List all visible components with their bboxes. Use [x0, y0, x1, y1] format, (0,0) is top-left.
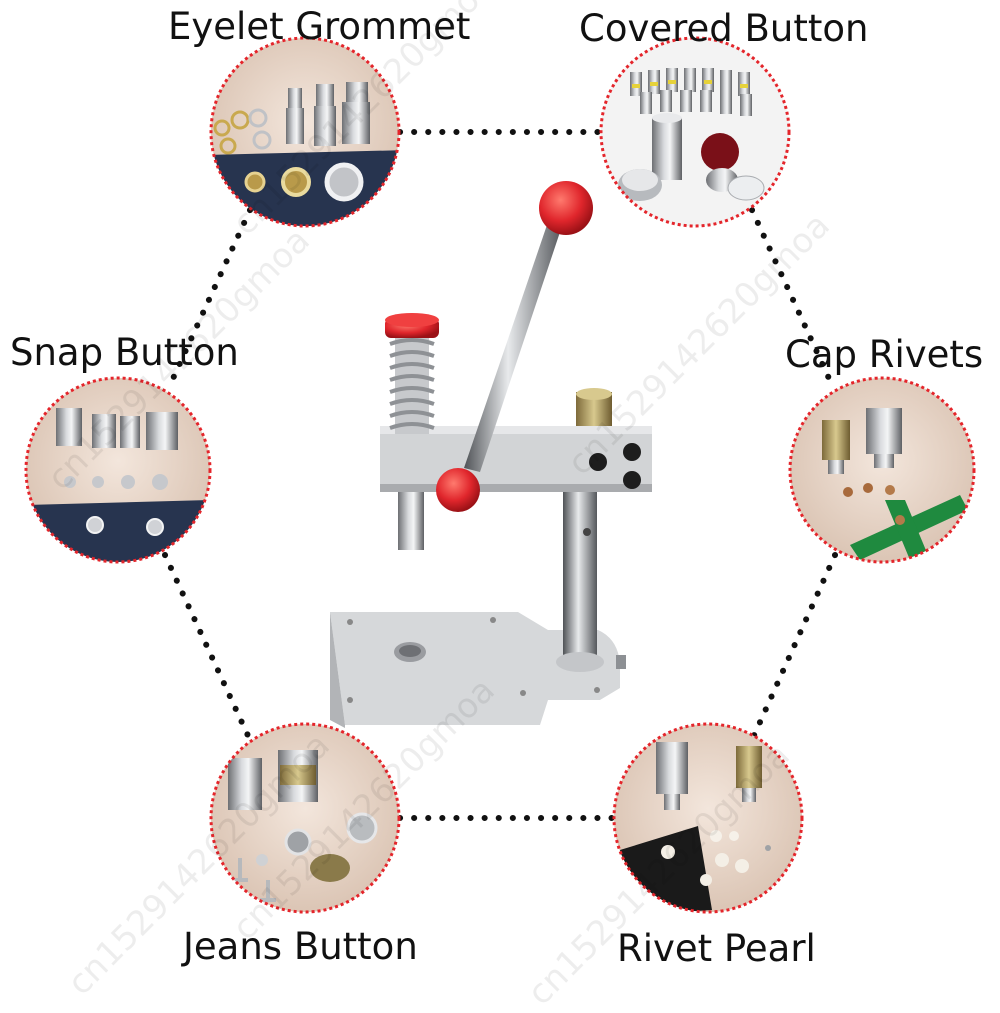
connector-lower-left: [162, 552, 253, 743]
label-covered-button: Covered Button: [579, 7, 869, 50]
snap-button-photo: [24, 376, 212, 564]
label-cap-rivets: Cap Rivets: [785, 333, 984, 376]
label-jeans-button: Jeans Button: [183, 925, 418, 968]
connector-lower-right: [749, 552, 838, 743]
label-snap-button: Snap Button: [10, 331, 239, 374]
connector-upper-left: [167, 207, 253, 388]
label-rivet-pearl: Rivet Pearl: [617, 927, 816, 970]
cap-rivets-photo: [788, 376, 976, 564]
rivet-pearl-photo: [612, 722, 804, 914]
covered-button-photo: [599, 36, 791, 228]
connector-dotted-lines: [162, 129, 838, 821]
jeans-button-photo: [209, 722, 401, 914]
connector-upper-right: [749, 207, 835, 388]
hand-press-machine: [330, 181, 652, 728]
label-eyelet-grommet: Eyelet Grommet: [168, 5, 471, 48]
